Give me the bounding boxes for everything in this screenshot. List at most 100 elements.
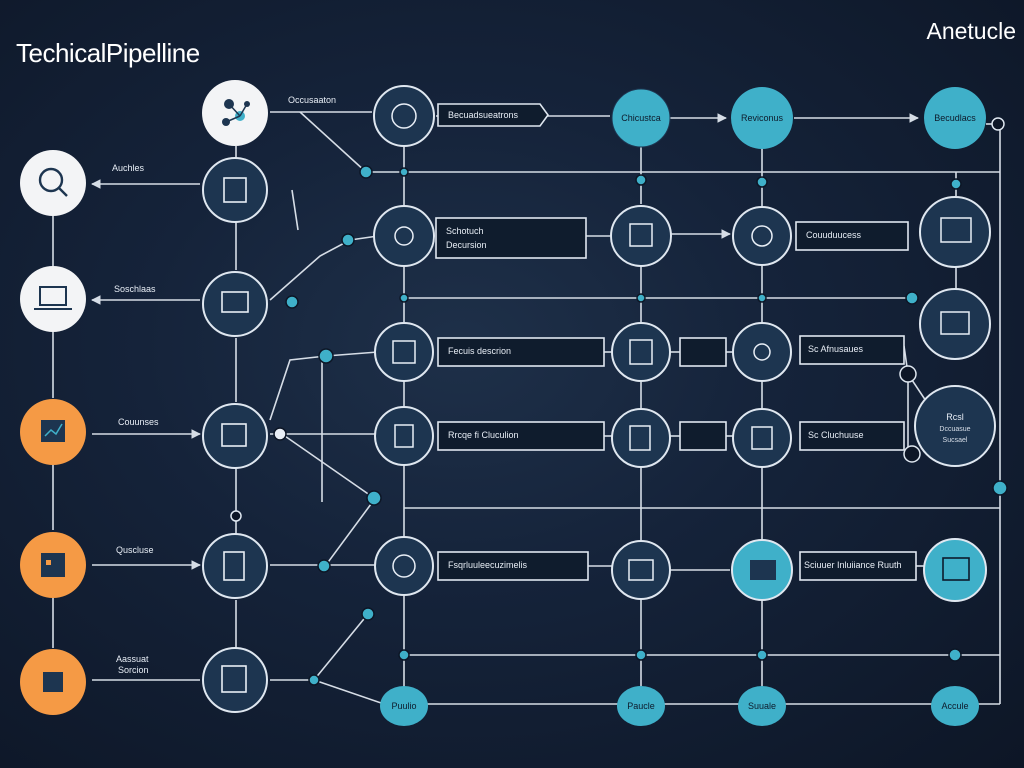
bottom-label-3: Suuale bbox=[747, 701, 777, 711]
bottom-row bbox=[380, 686, 979, 726]
c3-node-1[interactable] bbox=[373, 85, 435, 147]
row3-box[interactable] bbox=[437, 337, 605, 367]
c4-node-4[interactable] bbox=[611, 408, 671, 468]
junction-dots bbox=[230, 117, 1008, 686]
left-column bbox=[20, 150, 86, 715]
left-label-1: Auchles bbox=[112, 163, 145, 173]
row2-box[interactable] bbox=[435, 217, 587, 259]
teal-c-label: Becudlacs bbox=[934, 113, 976, 123]
apple-icon bbox=[392, 554, 416, 578]
teal-b-label: Reviconus bbox=[740, 113, 784, 123]
row2-box-label2: Decursion bbox=[446, 240, 487, 250]
laptop-icon bbox=[34, 286, 72, 310]
c3-node-5[interactable] bbox=[374, 536, 434, 596]
teal-a-label: Chicustca bbox=[621, 113, 661, 123]
c4-node-2[interactable] bbox=[610, 205, 672, 267]
bottom-node-1[interactable] bbox=[380, 686, 428, 726]
c2-node-5[interactable] bbox=[202, 647, 268, 713]
window-icon bbox=[392, 340, 416, 364]
bottom-node-2[interactable] bbox=[617, 686, 665, 726]
big-node-line3: Sucsael bbox=[942, 437, 968, 444]
column-3 bbox=[373, 85, 435, 596]
fan-row5a bbox=[270, 499, 375, 566]
big-node-line1: Rcsl bbox=[946, 412, 964, 422]
file-icon bbox=[223, 551, 245, 581]
at-icon bbox=[751, 225, 773, 247]
c3-node-3[interactable] bbox=[374, 322, 434, 382]
c5-node-3[interactable] bbox=[732, 322, 792, 382]
row5-box-label: Fsqrluuleecuzimelis bbox=[448, 560, 528, 570]
c5-node-4[interactable] bbox=[732, 408, 792, 468]
fan-row2 bbox=[269, 235, 379, 301]
target-icon bbox=[391, 103, 417, 129]
row3-small-box[interactable] bbox=[679, 337, 727, 367]
calendar-icon bbox=[940, 311, 970, 335]
left-node-1[interactable] bbox=[20, 150, 86, 216]
c5-node-2[interactable] bbox=[732, 206, 792, 266]
c3-node-2[interactable] bbox=[373, 205, 435, 267]
c4-node-5[interactable] bbox=[611, 540, 671, 600]
notes-icon bbox=[221, 665, 247, 693]
c2-node-1[interactable] bbox=[202, 157, 268, 223]
row4-right-label: Sc Cluchuuse bbox=[808, 430, 864, 440]
library-icon bbox=[940, 217, 972, 243]
left-label-4: Quscluse bbox=[116, 545, 154, 555]
right-node-2[interactable] bbox=[919, 288, 991, 360]
row2-box-label1: Schotuch bbox=[446, 226, 484, 236]
row5-right-box[interactable] bbox=[799, 551, 917, 581]
row3-right-box[interactable] bbox=[799, 335, 905, 365]
gear-card-icon bbox=[750, 560, 776, 580]
magnify-icon bbox=[38, 167, 68, 197]
c2-node-3[interactable] bbox=[202, 403, 268, 469]
ring-icon bbox=[394, 226, 414, 246]
row3-box-label: Fecuis descrion bbox=[448, 346, 512, 356]
report-icon bbox=[221, 423, 247, 447]
brand-name: Anetucle bbox=[926, 18, 1016, 44]
teal-node-a[interactable] bbox=[611, 88, 671, 148]
document-icon bbox=[223, 177, 247, 203]
teal-node-c[interactable] bbox=[924, 87, 986, 149]
right-node-big[interactable] bbox=[914, 385, 996, 467]
fan-up bbox=[291, 189, 299, 231]
monitor-icon bbox=[221, 291, 249, 313]
connectors bbox=[52, 111, 1001, 705]
row5-box[interactable] bbox=[437, 551, 589, 581]
row1-box[interactable] bbox=[437, 103, 549, 127]
card-icon bbox=[628, 559, 654, 581]
tablet-icon bbox=[629, 223, 653, 247]
right-node-5[interactable] bbox=[923, 538, 987, 602]
left-label-2: Soschlaas bbox=[114, 284, 156, 294]
row3-right-label: Sc Afnusaues bbox=[808, 344, 864, 354]
c2-node-4[interactable] bbox=[202, 533, 268, 599]
big-node-line2: Dccuasue bbox=[939, 426, 971, 433]
row4-small-box[interactable] bbox=[679, 421, 727, 451]
row4-right-box[interactable] bbox=[799, 421, 905, 451]
left-node-2[interactable] bbox=[20, 266, 86, 332]
connector-top-diag bbox=[299, 111, 367, 173]
bottom-label-1: Puulio bbox=[391, 701, 417, 711]
bottom-node-3[interactable] bbox=[738, 686, 786, 726]
dial-icon bbox=[753, 343, 771, 361]
c4-node-3[interactable] bbox=[611, 322, 671, 382]
right-node-1[interactable] bbox=[919, 196, 991, 268]
row2-right-label: Couuduucess bbox=[806, 230, 862, 240]
top-white-node[interactable] bbox=[202, 80, 268, 146]
fan-row6b bbox=[313, 679, 385, 705]
columns-icon bbox=[629, 339, 653, 365]
page-icon bbox=[394, 424, 414, 448]
box-card-icon bbox=[43, 672, 63, 692]
row1-box-label: Becuadsueatrons bbox=[448, 110, 519, 120]
row4-box[interactable] bbox=[437, 421, 605, 451]
left-label-3: Couunses bbox=[118, 417, 159, 427]
grid-card-icon bbox=[41, 553, 65, 577]
column-2 bbox=[202, 80, 268, 713]
c3-node-4[interactable] bbox=[374, 406, 434, 466]
fan-row3 bbox=[269, 351, 379, 421]
teal-node-b[interactable] bbox=[731, 87, 793, 149]
bottom-node-4[interactable] bbox=[931, 686, 979, 726]
molecule-icon bbox=[222, 99, 250, 126]
row2-right-box[interactable] bbox=[795, 221, 909, 251]
folder-icon bbox=[629, 425, 651, 451]
c2-node-2[interactable] bbox=[202, 271, 268, 337]
